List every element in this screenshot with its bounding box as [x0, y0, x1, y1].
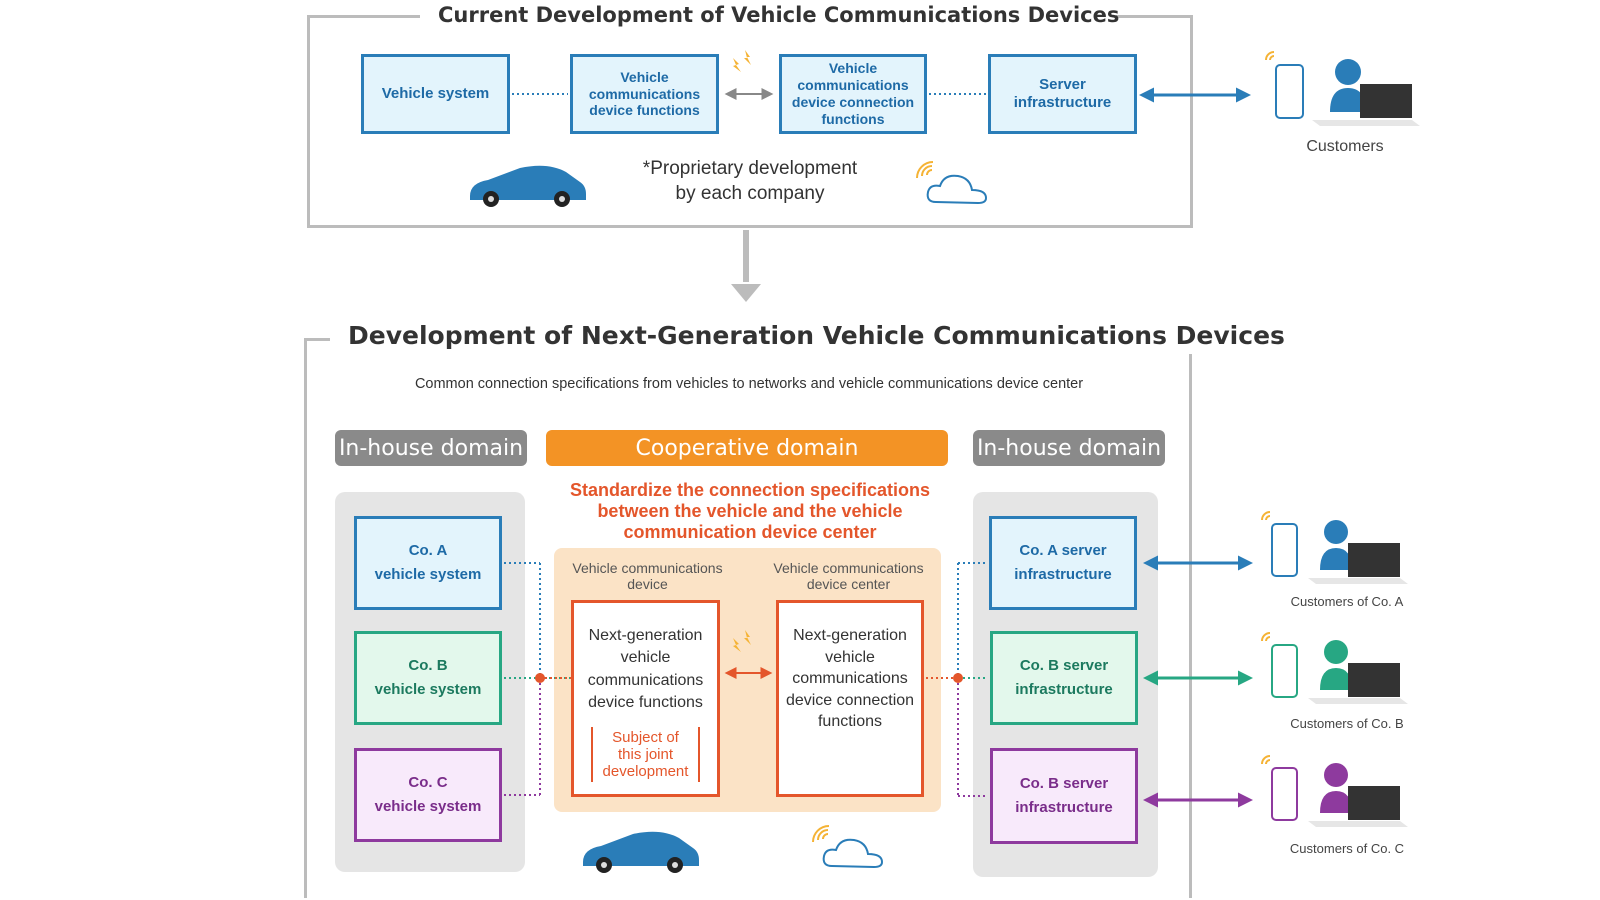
next-gen-connection-functions-text: Next-generation vehicle communications d… — [785, 627, 915, 731]
customers-label: Customers — [1306, 138, 1384, 155]
car-icon — [470, 165, 586, 207]
joint-line1: Subject of — [612, 728, 679, 746]
device-label-line1: Vehicle communications — [572, 560, 723, 576]
co-b-vehicle-line2: vehicle system — [374, 681, 482, 698]
connection-functions-box: Vehicle communications device connection… — [779, 54, 927, 134]
next-gen-device-functions-text: Next-generation vehicle communications d… — [587, 627, 704, 712]
customers-co-b-label: Customers of Co. B — [1290, 716, 1404, 731]
next-generation-title: Development of Next-Generation Vehicle C… — [330, 318, 1285, 354]
co-a-server-line2: infrastructure — [1014, 566, 1112, 583]
joint-line2: this joint — [617, 745, 674, 763]
joint-line3: development — [602, 763, 689, 781]
lightning-icon — [733, 630, 751, 652]
co-a-vehicle-line2: vehicle system — [374, 566, 482, 583]
co-b-vehicle-line1: Co. B — [408, 657, 448, 674]
person-at-monitor-icon — [1308, 640, 1408, 704]
device-functions-box: Vehicle communications device functions — [570, 54, 719, 134]
co-a-server-line1: Co. A server — [1019, 542, 1107, 559]
device-label-line2: device — [627, 576, 668, 593]
next-gen-connection-functions-box: Next-generation vehicle communications d… — [776, 600, 924, 797]
co-b-server-line2: infrastructure — [1015, 681, 1113, 698]
co-b-vehicle-system-box: Co. B vehicle system — [354, 631, 502, 725]
in-house-domain-right: In-house domain — [973, 430, 1165, 466]
co-a-vehicle-line1: Co. A — [408, 542, 448, 559]
person-at-monitor-icon — [1308, 520, 1408, 584]
co-c-server-line2: infrastructure — [1015, 799, 1113, 816]
co-b-server-box: Co. B server infrastructure — [990, 631, 1138, 725]
customers-co-a-label: Customers of Co. A — [1290, 594, 1404, 609]
standardize-statement: Standardize the connection specification… — [540, 480, 960, 543]
center-label: Vehicle communications device center — [756, 560, 941, 592]
in-house-domain-left: In-house domain — [335, 430, 527, 466]
standardize-line2: between the vehicle and the vehicle — [597, 501, 903, 522]
center-label-line1: Vehicle communications — [773, 560, 924, 576]
standardize-line3: communication device center — [623, 522, 877, 543]
co-c-vehicle-line1: Co. C — [408, 774, 448, 791]
co-c-vehicle-system-box: Co. C vehicle system — [354, 748, 502, 842]
cloud-icon — [916, 161, 988, 205]
person-at-monitor-icon — [1308, 763, 1408, 827]
smartphone-icon — [1261, 755, 1298, 821]
co-c-server-line1: Co. B server — [1019, 775, 1109, 792]
co-a-vehicle-system-box: Co. A vehicle system — [354, 516, 502, 610]
co-c-vehicle-line2: vehicle system — [374, 798, 482, 815]
cooperative-domain: Cooperative domain — [546, 430, 948, 466]
right-junction-dot — [953, 673, 963, 683]
down-arrow-icon — [731, 230, 761, 302]
standardize-line1: Standardize the connection specification… — [569, 480, 931, 500]
smartphone-icon — [1265, 51, 1304, 119]
smartphone-icon — [1261, 511, 1298, 577]
person-at-monitor-icon — [1312, 59, 1420, 126]
proprietary-note-line2: by each company — [675, 182, 825, 204]
co-b-server-line1: Co. B server — [1019, 657, 1109, 674]
current-development-title: Current Development of Vehicle Communica… — [420, 0, 1119, 30]
left-junction-dot — [535, 673, 545, 683]
next-gen-device-functions-box: Next-generation vehicle communications d… — [571, 600, 720, 797]
cloud-icon — [812, 825, 884, 869]
proprietary-note-line1: *Proprietary development — [642, 158, 858, 179]
joint-development-tag: Subject of this joint development — [590, 726, 701, 783]
smartphone-icon — [1261, 632, 1298, 698]
device-label: Vehicle communications device — [555, 560, 740, 592]
vehicle-system-box: Vehicle system — [361, 54, 510, 134]
customers-co-c-label: Customers of Co. C — [1289, 841, 1405, 856]
lightning-icon — [733, 50, 751, 72]
server-infrastructure-box: Server infrastructure — [988, 54, 1137, 134]
car-icon — [583, 831, 699, 873]
center-label-line2: device center — [806, 576, 891, 593]
co-c-server-box: Co. B server infrastructure — [990, 748, 1138, 844]
proprietary-note: *Proprietary development by each company — [610, 157, 890, 206]
co-a-server-box: Co. A server infrastructure — [989, 516, 1137, 610]
common-spec-subtitle: Common connection specifications from ve… — [414, 376, 1084, 392]
